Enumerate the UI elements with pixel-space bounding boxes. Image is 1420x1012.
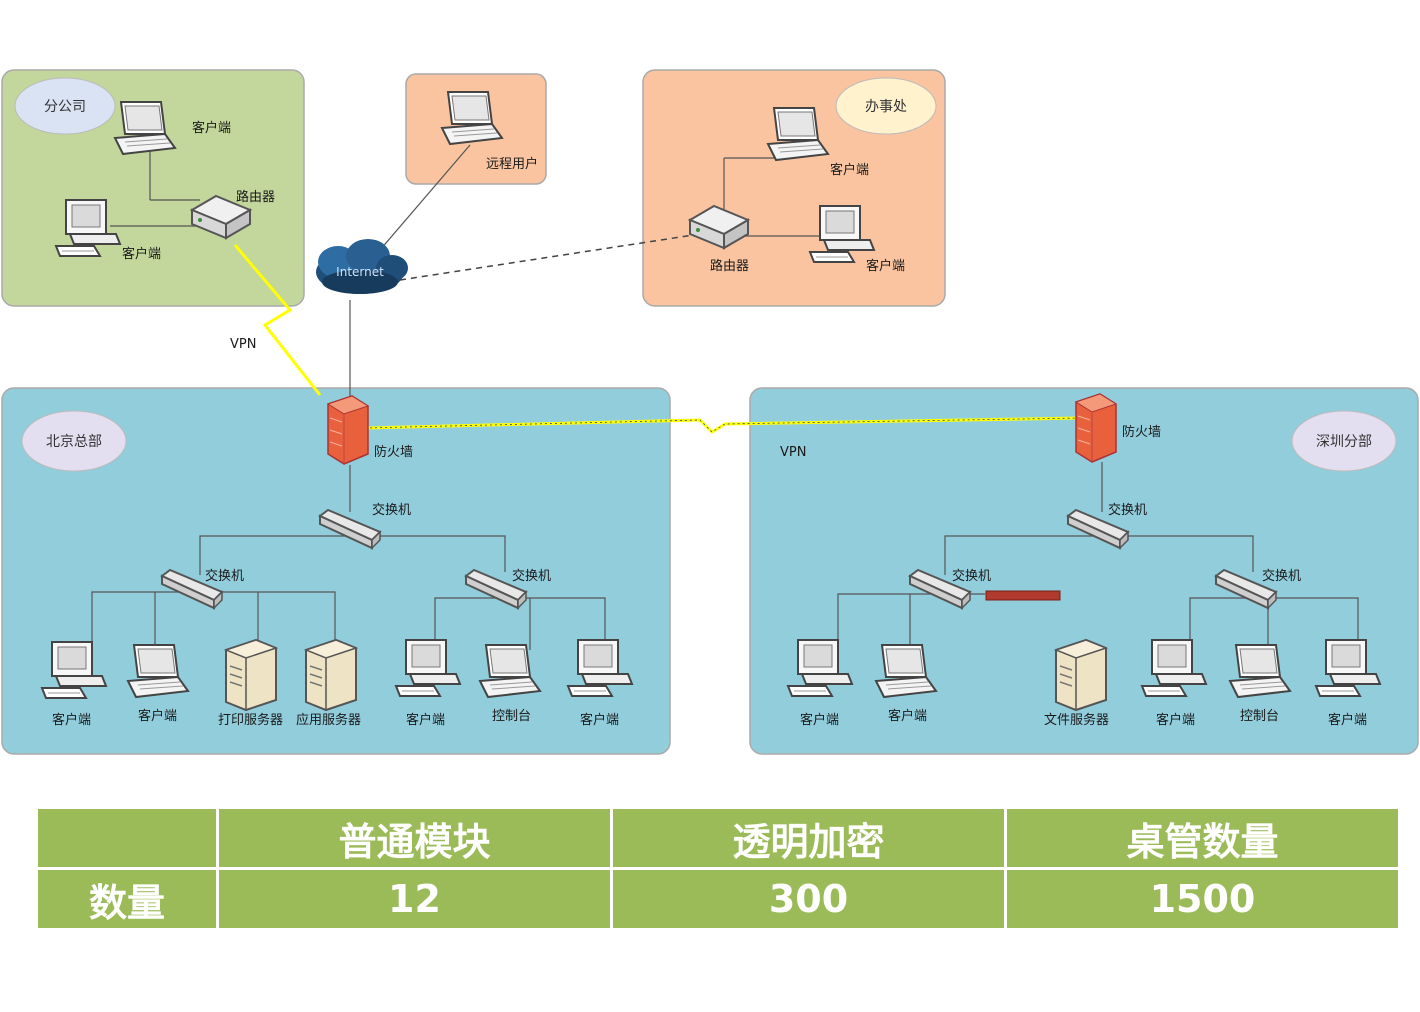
- router-label: 路由器: [710, 258, 749, 274]
- header-normal-module: 普通模块: [216, 806, 613, 870]
- header-desktop-management: 桌管数量: [1004, 806, 1401, 870]
- client-label: 客户端: [830, 162, 869, 178]
- region-tag-ellipse: [1291, 410, 1397, 472]
- region-tag-office: 办事处: [865, 99, 907, 115]
- client-label: 客户端: [888, 708, 927, 724]
- switch-label: 交换机: [372, 502, 411, 518]
- console-label: 控制台: [492, 709, 531, 724]
- firewall-label: 防火墙: [374, 444, 413, 460]
- client-label: 客户端: [800, 712, 839, 728]
- server-icon: [305, 639, 357, 711]
- client-label: 客户端: [1328, 712, 1367, 728]
- header-transparent-encryption: 透明加密: [610, 806, 1007, 870]
- switch-label: 交换机: [512, 568, 551, 584]
- vpn-link-shenzhen-overlay: [364, 417, 1081, 433]
- table-row: 数量 12 300 1500: [35, 867, 1401, 931]
- region-tag-hq: 北京总部: [46, 434, 102, 450]
- row-label-quantity: 数量: [35, 867, 219, 931]
- client-label: 客户端: [580, 712, 619, 728]
- server-icon: [225, 639, 277, 711]
- region-tag-branch: 分公司: [44, 99, 86, 115]
- switch-label: 交换机: [952, 568, 991, 584]
- client-label: 客户端: [122, 246, 161, 262]
- client-label: 客户端: [1156, 712, 1195, 728]
- license-table: 普通模块 透明加密 桌管数量 数量 12 300 1500: [35, 806, 1401, 931]
- region-tag-ellipse: [14, 77, 116, 135]
- network-diagram: 分公司 办事处 北京总部 深圳分部: [1, 69, 1419, 755]
- region-tag-ellipse: [21, 410, 127, 472]
- firewall-icon: [327, 395, 369, 465]
- region-tag-ellipse: [835, 77, 937, 135]
- print-server-label: 打印服务器: [218, 712, 283, 728]
- region-tag-shenzhen: 深圳分部: [1316, 434, 1372, 450]
- client-label: 客户端: [52, 712, 91, 728]
- switch-label: 交换机: [1108, 502, 1147, 518]
- inline-appliance: [985, 590, 1061, 601]
- client-label: 客户端: [406, 712, 445, 728]
- vpn-link-branch: [233, 244, 322, 396]
- value-desktop-management: 1500: [1004, 867, 1401, 931]
- switch-label: 交换机: [205, 568, 244, 584]
- firewall-label: 防火墙: [1122, 424, 1161, 440]
- client-label: 客户端: [138, 708, 177, 724]
- client-label: 客户端: [192, 120, 231, 136]
- value-transparent-encryption: 300: [610, 867, 1007, 931]
- internet-label: Internet: [336, 265, 384, 279]
- app-server-label: 应用服务器: [296, 712, 361, 728]
- console-label: 控制台: [1240, 709, 1279, 724]
- table-header-row: 普通模块 透明加密 桌管数量: [35, 806, 1401, 870]
- server-icon: [1055, 639, 1107, 711]
- remote-user-label: 远程用户: [486, 156, 538, 172]
- vpn-label: VPN: [230, 337, 256, 352]
- value-normal-module: 12: [216, 867, 613, 931]
- router-label: 路由器: [236, 189, 275, 205]
- internet-cloud-icon: [316, 239, 408, 294]
- firewall-icon: [1075, 393, 1117, 463]
- file-server-label: 文件服务器: [1044, 712, 1109, 728]
- vpn-label: VPN: [780, 445, 806, 460]
- table-corner-cell: [35, 806, 219, 870]
- switch-label: 交换机: [1262, 568, 1301, 584]
- client-label: 客户端: [866, 258, 905, 274]
